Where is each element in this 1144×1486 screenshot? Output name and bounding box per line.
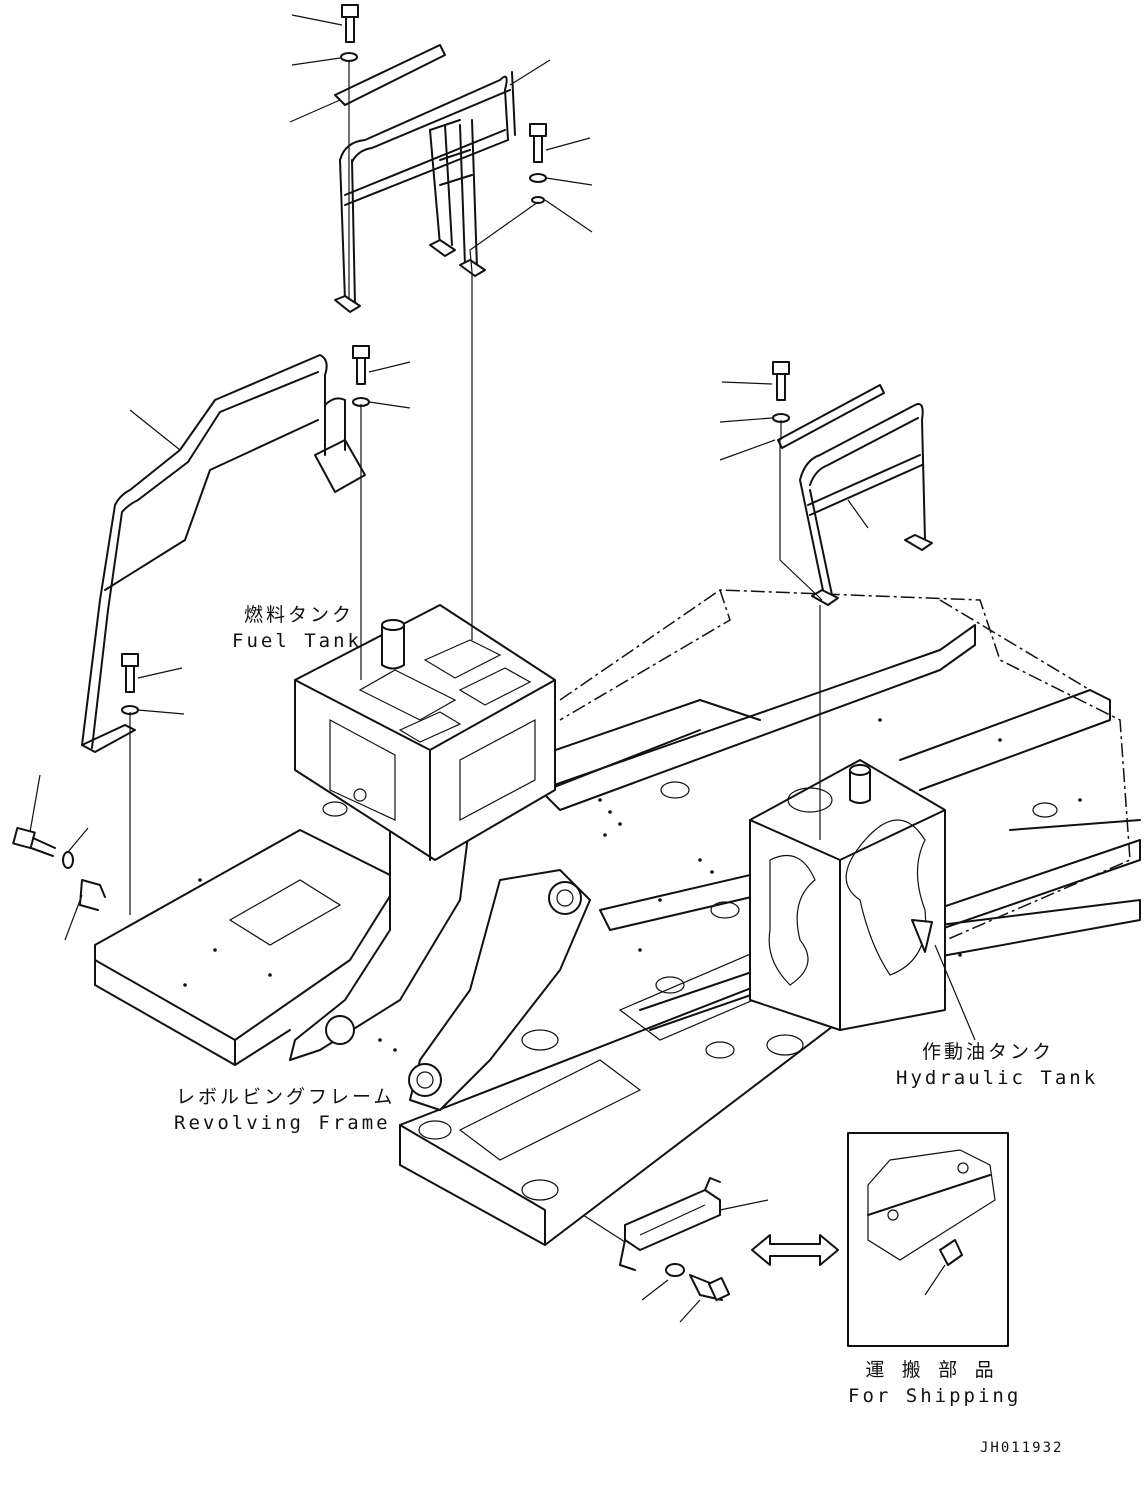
- for-shipping-label-en: For Shipping: [848, 1385, 1022, 1407]
- shipping-inset-box: [847, 1132, 1009, 1347]
- hydraulic-tank-label-en: Hydraulic Tank: [896, 1067, 1099, 1089]
- leader-lines: [29, 14, 976, 1323]
- handrail-right: [777, 384, 933, 606]
- assembly-lines: [129, 60, 823, 1243]
- interchange-arrow: [751, 1234, 839, 1266]
- fuel-tank-label-jp: 燃料タンク: [244, 604, 355, 626]
- fuel-tank: [294, 604, 556, 861]
- shipping-bracket: [619, 1177, 721, 1271]
- fuel-tank-label-en: Fuel Tank: [232, 630, 362, 652]
- handrail-left: [81, 354, 366, 753]
- drawing-id: JH011932: [980, 1440, 1064, 1456]
- revolving-frame-label-jp: レボルビングフレーム: [176, 1086, 396, 1108]
- hydraulic-tank: [749, 759, 946, 1031]
- handrail-top: [334, 44, 516, 313]
- for-shipping-label-jp: 運 搬 部 品: [865, 1359, 997, 1381]
- hydraulic-tank-label-jp: 作動油タンク: [921, 1041, 1054, 1063]
- revolving-frame-label-en: Revolving Frame: [174, 1112, 391, 1134]
- revolving-frame: [94, 589, 1141, 1246]
